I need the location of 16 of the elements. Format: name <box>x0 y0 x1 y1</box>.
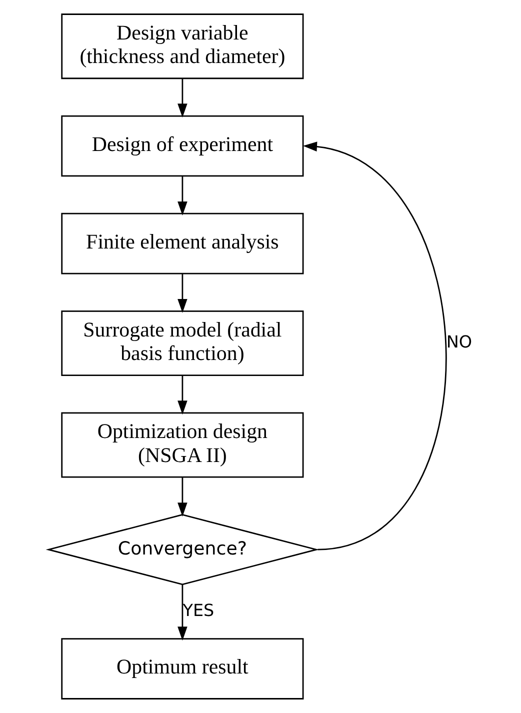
node-box: Design variable (thickness and diameter) <box>61 14 304 80</box>
edge-label: YES <box>182 600 214 620</box>
edge-label: NO <box>446 332 472 352</box>
arrow <box>178 176 188 216</box>
node-box: Optimum result <box>61 638 304 700</box>
node-box: Optimization design (NSGA II) <box>61 412 304 478</box>
node-box: Surrogate model (radial basis function) <box>61 310 304 376</box>
arrow <box>178 478 188 517</box>
arrow <box>178 78 188 118</box>
arrow <box>178 375 188 415</box>
arrow <box>178 274 188 313</box>
arrow <box>303 142 447 550</box>
node-box: Finite element analysis <box>61 212 304 274</box>
node-diamond: Convergence? <box>46 514 320 586</box>
arrow <box>178 584 188 641</box>
node-box: Design of experiment <box>61 115 304 177</box>
